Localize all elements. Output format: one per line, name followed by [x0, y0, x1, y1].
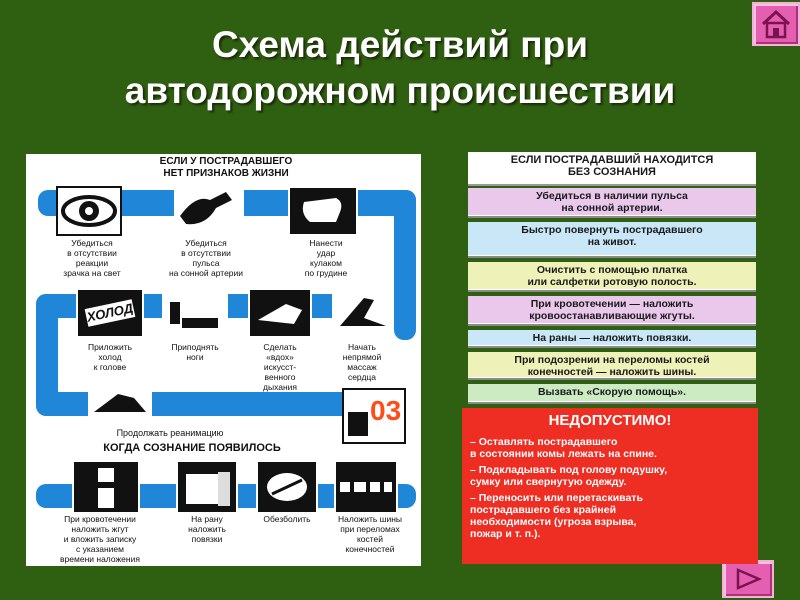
chest-strike-pictogram [288, 186, 358, 236]
continue-caption: Продолжать реанимацию [90, 428, 250, 438]
step-caption: Приподнять ноги [156, 342, 234, 362]
forbidden-item: – Подкладывать под голову подушку, сумку… [470, 464, 668, 488]
home-icon [761, 9, 791, 39]
poster-header-no-signs: ЕСЛИ У ПОСТРАДАВШЕГО НЕТ ПРИЗНАКОВ ЖИЗНИ [126, 156, 326, 180]
step-caption: Обезболить [252, 514, 322, 524]
step-caption: Начать непрямой массаж сердца [328, 342, 396, 382]
right-poster: ЕСЛИ ПОСТРАДАВШИЙ НАХОДИТСЯ БЕЗ СОЗНАНИЯ… [462, 152, 758, 564]
home-button[interactable] [752, 2, 800, 46]
painkiller-pictogram [256, 460, 318, 514]
title-line-2: автодорожном происшествии [124, 70, 676, 111]
chest-compression-pictogram [332, 288, 394, 338]
step-caption: Убедиться в отсутствии реакции зрачка на… [52, 238, 132, 278]
step-caption: Нанести удар кулаком по грудине [290, 238, 362, 278]
step-caption: Убедиться в отсутствии пульса на сонной … [150, 238, 262, 278]
unconscious-step: На раны — наложить повязки. [468, 330, 756, 348]
forbidden-title: НЕДОПУСТИМО! [548, 412, 672, 429]
unconscious-step: При кровотечении — наложить кровоостанав… [468, 296, 756, 326]
cold-compress-pictogram: ХОЛОД [76, 288, 144, 338]
forbidden-item: – Оставлять пострадавшего в состоянии ко… [470, 436, 657, 460]
raise-legs-pictogram [162, 288, 228, 338]
step-caption: Приложить холод к голове [70, 342, 150, 372]
splint-pictogram [334, 460, 398, 514]
flow-band [36, 294, 58, 414]
forbidden-panel: НЕДОПУСТИМО! – Оставлять пострадавшего в… [462, 408, 758, 564]
step-caption: На рану наложить повязки [174, 514, 240, 544]
unconscious-step: Убедиться в наличии пульса на сонной арт… [468, 188, 756, 218]
step-caption: Сделать «вдох» искусст- венного дыхания [248, 342, 312, 392]
title-line-1: Схема действий при [212, 24, 588, 65]
unconscious-step: Очистить с помощью платка или салфетки р… [468, 262, 756, 292]
emergency-number: 03 [370, 395, 402, 426]
cold-label: ХОЛОД [84, 299, 136, 327]
forbidden-item: – Переносить или перетаскивать пострадав… [470, 492, 643, 540]
slide-title: Схема действий при автодорожном происшес… [40, 22, 760, 114]
bandage-pictogram [176, 460, 238, 514]
rescue-breath-pictogram [248, 288, 312, 338]
left-poster: ЕСЛИ У ПОСТРАДАВШЕГО НЕТ ПРИЗНАКОВ ЖИЗНИ… [26, 154, 421, 566]
phone-emergency-pictogram: 03 [342, 388, 406, 444]
eye-pictogram [56, 186, 122, 236]
tourniquet-pictogram [72, 460, 140, 514]
reanimation-pictogram [88, 380, 152, 424]
flow-band [36, 392, 376, 416]
next-slide-button[interactable] [722, 560, 774, 598]
step-caption: При кровотечении наложить жгут и вложить… [42, 514, 158, 564]
arrow-right-icon [736, 568, 763, 590]
step-caption: Наложить шины при переломах костей конеч… [324, 514, 416, 554]
unconscious-step: При подозрении на переломы костей конечн… [468, 352, 756, 380]
poster-header-conscious: КОГДА СОЗНАНИЕ ПОЯВИЛОСЬ [72, 442, 312, 454]
unconscious-header: ЕСЛИ ПОСТРАДАВШИЙ НАХОДИТСЯ БЕЗ СОЗНАНИЯ [468, 152, 756, 186]
unconscious-step: Вызвать «Скорую помощь». [468, 384, 756, 404]
pulse-check-pictogram [174, 184, 244, 232]
unconscious-step: Быстро повернуть пострадавшего на живот. [468, 222, 756, 258]
